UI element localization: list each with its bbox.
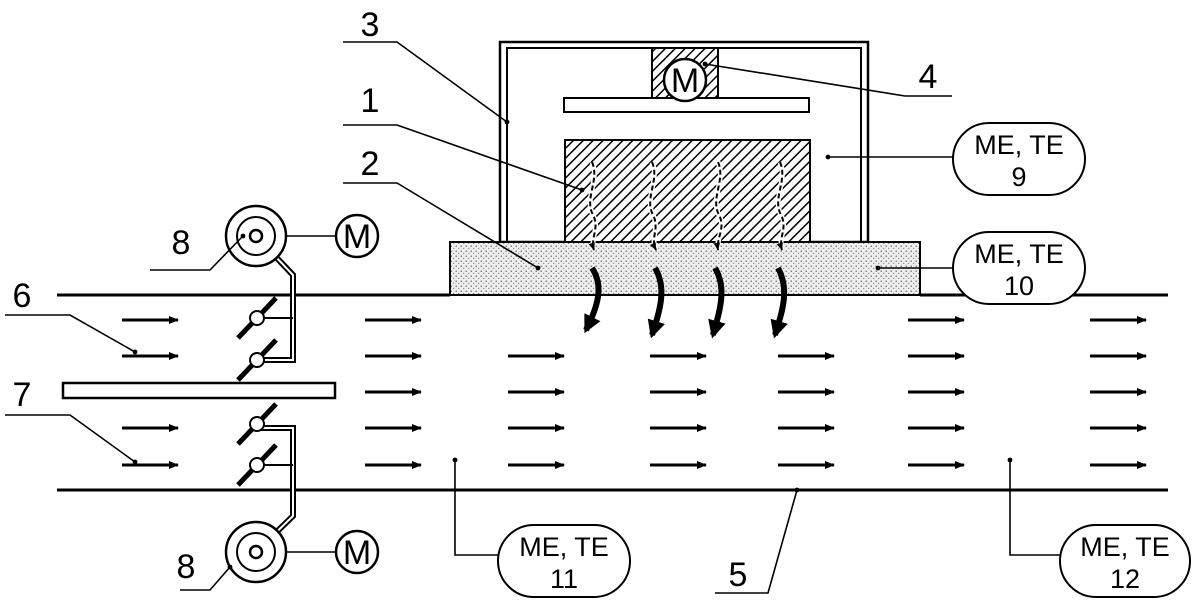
diffusion-arrow [588,161,597,251]
base-plate [449,241,921,296]
label-6: 6 [13,277,32,315]
diffusion-arrow [776,161,785,251]
label-2: 2 [361,145,380,183]
fan-motor-lower-label: M [343,534,371,572]
top-motor-circle [662,57,708,103]
diffusion-arrow [713,161,723,251]
fan-motor-upper-label: M [343,218,371,256]
divider-plate [61,381,337,400]
label-3: 3 [361,6,380,44]
top-motor: M [662,57,708,103]
emission-arrow [583,266,602,334]
emission-arrows [583,266,788,339]
emission-arrow [647,266,665,339]
diffusion-arrow [649,161,657,251]
label-7: 7 [13,376,32,414]
measurement-box-12: ME, TE 12 [1059,524,1191,598]
fan-motor-upper-circle [334,213,380,259]
measurement-box-11-line1: ME, TE [519,532,609,562]
channel [57,293,1168,492]
measurement-box-10: ME, TE 10 [952,231,1086,305]
leader-lines [5,41,1062,594]
fan-lower: M [224,520,380,584]
top-motor-label: M [671,62,699,100]
flow-arrows [122,316,1147,469]
emission-arrow [708,266,726,339]
measurement-box-9: ME, TE 9 [952,122,1086,196]
part-labels: 3 1 2 4 6 7 8 8 5 [13,6,938,594]
label-1: 1 [361,82,380,120]
label-5: 5 [729,556,748,594]
damper-pivot [249,310,265,326]
measurement-box-12-line2: 12 [1110,564,1140,594]
measurement-box-12-line1: ME, TE [1080,532,1170,562]
emission-arrow [770,266,788,339]
measurement-box-11-line2: 11 [550,564,578,594]
sample-block [564,139,811,243]
measurement-box-11: ME, TE 11 [497,524,631,598]
diffusion-arrows [587,160,787,252]
label-4: 4 [919,58,938,96]
damper-pivot [249,457,265,473]
label-8-top: 8 [172,224,191,262]
damper-pivot [249,352,265,368]
measurement-box-9-line1: ME, TE [974,130,1064,160]
damper-pivot [249,416,265,432]
fan-upper: M [224,204,380,268]
label-8-bottom: 8 [177,548,196,586]
measurement-box-10-line1: ME, TE [974,239,1064,269]
measurement-box-10-line2: 10 [1004,271,1034,301]
fan-motor-lower-circle [334,529,380,575]
measurement-box-9-line2: 9 [1011,162,1026,192]
